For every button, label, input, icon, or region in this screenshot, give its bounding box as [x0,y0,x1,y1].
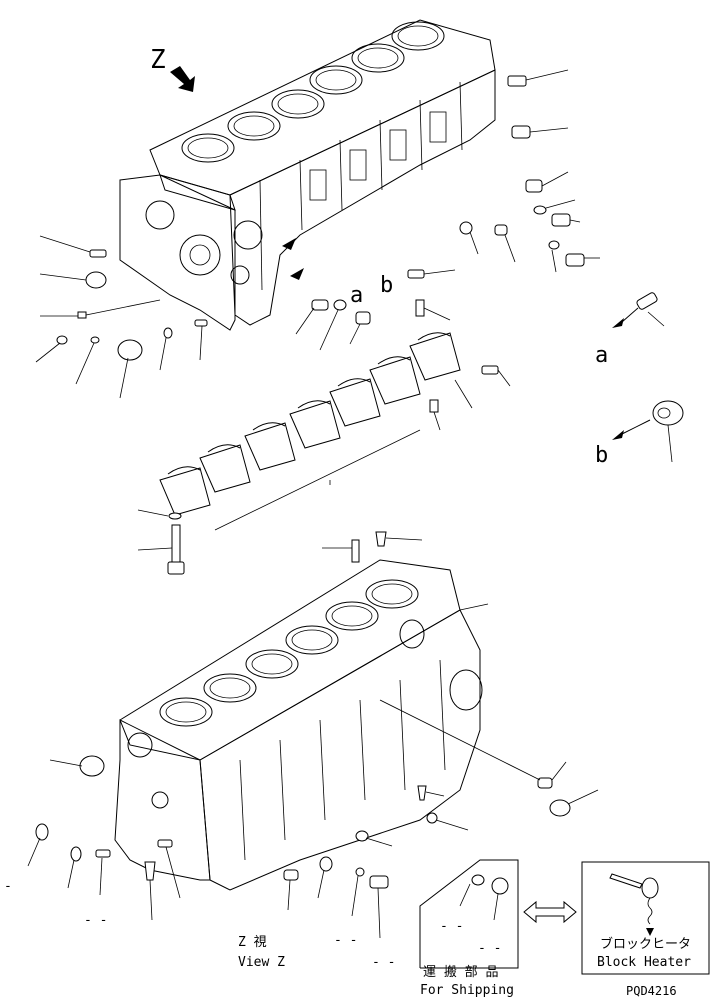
dash-label-3: - - [334,933,357,948]
block-heater-box: ブロックヒータ Block Heater [581,861,710,975]
arrow-down-right-icon [170,66,195,92]
dash-label-5: - - [440,919,463,934]
cup-plug [117,339,143,361]
main-bearing-caps [137,332,511,575]
view-z-jp: Z 視 [238,935,267,950]
small-plug [90,336,100,344]
upper-bores [181,21,445,163]
detail-a-reference: a [350,283,363,308]
expansion-plug [85,271,107,289]
upper-loose-parts [35,69,600,399]
detail-a-label: a [595,343,608,368]
heater-label-jp: ブロックヒータ [600,936,691,952]
upper-side-ribs [259,81,463,291]
shipping-parts-box: - - - - 運 搬 部 品 For Shipping [419,859,519,998]
dowel-pin [89,249,107,258]
heater-label-en: Block Heater [597,955,691,970]
detail-b-reference: b [380,273,393,298]
dash-label-1: - [4,879,12,894]
long-pin [77,311,87,319]
z-marker-label: Z [150,45,166,75]
double-arrow-icon [523,900,577,924]
upper-front-details [145,200,263,285]
view-z-en: View Z [238,955,285,970]
detail-b-label: b [595,443,608,468]
detail-views: a b [595,292,684,468]
upper-cylinder-block: Z b a [119,19,496,331]
lower-bores [159,579,419,727]
washer [56,335,68,345]
dash-label-4: - - [372,955,395,970]
dash-label-2: - - [84,913,107,928]
shipping-label-jp: 運 搬 部 品 [423,965,498,980]
view-z-caption: Z 視 View Z - - - - - - - [4,879,395,970]
dash-label-6: - - [478,941,501,956]
drawing-code: PQD4216 [626,984,677,998]
lower-loose-parts [27,531,599,939]
shipping-label-en: For Shipping [420,983,514,998]
cap-bolt [171,524,181,566]
lower-side-ribs [127,619,483,861]
